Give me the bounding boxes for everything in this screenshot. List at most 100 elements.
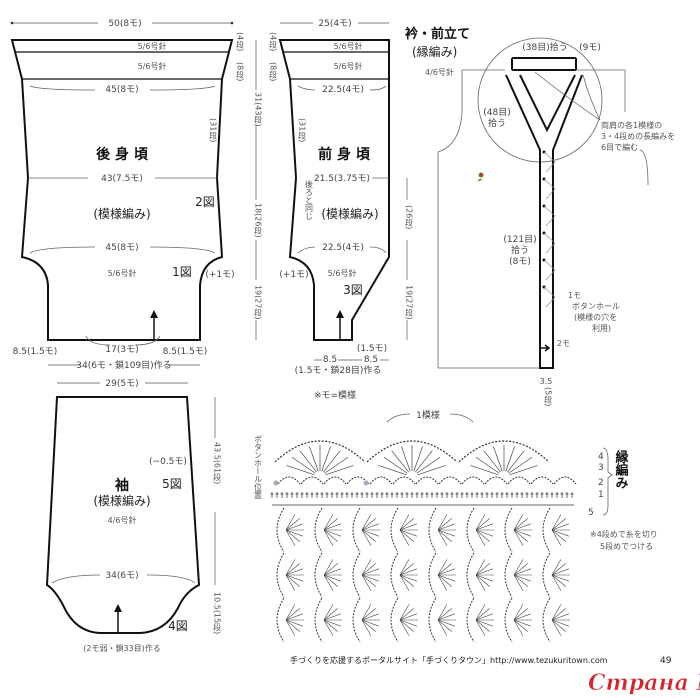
- collar-band-piece: 衿・前立て (縁編み) 4/6号針 (38目)拾う (9モ) (48目) 拾う …: [405, 26, 675, 406]
- sleeve-fig4: 4図: [168, 619, 188, 633]
- chart-fan-stitch: [437, 619, 448, 636]
- chart-single-crochet: [365, 492, 369, 498]
- chart-fan-stitch: [513, 529, 528, 542]
- chart-single-crochet: [460, 492, 464, 498]
- collar-needle: 4/6号針: [425, 67, 454, 77]
- chart-fan-stitch: [323, 574, 334, 591]
- chart-fan-stitch: [551, 529, 562, 546]
- back-bottom-right: 8.5(1.5モ): [163, 347, 208, 357]
- chart-fan-stitch: [551, 619, 570, 627]
- chart-fan-stitch: [551, 529, 566, 542]
- chart-fan-stitch: [399, 563, 414, 576]
- back-pattern: (模様編み): [93, 206, 150, 221]
- chart-fan-stitch: [285, 568, 304, 576]
- chart-fan-stitch: [361, 514, 372, 531]
- back-bottom-left: 8.5(1.5モ): [13, 347, 58, 357]
- chart-single-crochet: [385, 492, 389, 498]
- collar-pick-48-label: 拾う: [488, 117, 506, 129]
- chart-single-crochet: [420, 492, 424, 498]
- chart-fan-stitch: [361, 568, 380, 576]
- needle-label: 5/6号針: [328, 268, 357, 278]
- back-width-top: 50(8モ): [108, 19, 141, 29]
- chart-fan-stitch: [399, 608, 414, 621]
- chart-single-crochet: [275, 492, 279, 498]
- chart-fan-arc: [314, 507, 323, 553]
- chart-fan-stitch: [323, 574, 342, 582]
- chart-fan-stitch: [475, 619, 486, 636]
- chart-single-crochet: [305, 492, 309, 498]
- buttonhole-label: 利用): [592, 323, 611, 333]
- chart-single-crochet: [470, 492, 474, 498]
- chart-single-crochet: [280, 492, 284, 498]
- note-mo: ※モ=模様: [314, 389, 356, 401]
- chart-treble-stitch: [483, 450, 501, 473]
- chart-single-crochet: [430, 492, 434, 498]
- chart-fan-stitch: [361, 529, 376, 542]
- band-length: 3.5: [540, 377, 553, 386]
- chart-treble-stitch: [417, 465, 446, 476]
- chart-chain-arch: [392, 476, 416, 485]
- collar-subtitle: (縁編み): [412, 44, 457, 59]
- collar-zoom-circle: [477, 37, 603, 163]
- chart-fan-stitch: [551, 608, 566, 621]
- chart-fan-stitch: [551, 613, 570, 621]
- chart-fan-arc: [466, 552, 475, 598]
- chart-fan-arc: [466, 597, 475, 643]
- chart-fan-stitch: [551, 559, 562, 576]
- collar-pick-121: (121目): [503, 234, 536, 245]
- chart-chain-arch: [369, 476, 393, 485]
- chart-fan-stitch: [513, 529, 532, 537]
- chart-single-crochet: [335, 492, 339, 498]
- chart-fan-stitch: [361, 619, 372, 636]
- chart-fan-stitch: [437, 619, 456, 627]
- needle-label: 5/6号針: [138, 41, 167, 51]
- chart-fan-stitch: [323, 514, 334, 531]
- front-width-22b: 22.5(4モ): [322, 243, 364, 253]
- collar-band-outline: [505, 57, 583, 369]
- chart-fan-stitch: [361, 529, 372, 546]
- front-fig3: 3図: [343, 283, 363, 297]
- needle-label: 5/6号針: [334, 61, 363, 71]
- chart-single-crochet: [315, 492, 319, 498]
- chart-chain-arch: [438, 476, 462, 485]
- chart-fan-stitch: [323, 619, 334, 636]
- flower-icon: [477, 172, 484, 182]
- chart-fan-arc: [390, 552, 399, 598]
- chart-fan-stitch: [361, 559, 372, 576]
- chart-fan-stitch: [361, 604, 372, 621]
- front-width-22a: 22.5(4モ): [322, 85, 364, 95]
- chart-fan-stitch: [399, 619, 410, 636]
- chart-fan-stitch: [323, 613, 342, 621]
- sleeve-width-top: 29(5モ): [105, 379, 138, 389]
- chart-single-crochet: [495, 492, 499, 498]
- band-zigzag: [543, 259, 556, 281]
- chart-fan-arc: [276, 507, 285, 553]
- chart-fan-stitch: [323, 608, 338, 621]
- chart-fan-stitch: [399, 574, 418, 582]
- back-title: 後 身 頃: [96, 146, 149, 163]
- chart-fan-arc: [428, 507, 437, 553]
- chart-treble-stitch: [493, 446, 503, 472]
- back-width-45b: 45(8モ): [105, 243, 138, 253]
- chart-single-crochet: [445, 492, 449, 498]
- chart-fan-arc: [504, 597, 513, 643]
- chart-fan-stitch: [551, 604, 562, 621]
- sleeve-minus: (−0.5モ): [149, 457, 187, 467]
- front-title: 前 身 頃: [318, 146, 371, 163]
- front-body-piece: 25(4モ) 5/6号針 5/6号針 22.5(4モ) 前 身 頃 21.5(3…: [269, 19, 414, 401]
- chart-fan-stitch: [513, 574, 532, 582]
- chart-fan-stitch: [399, 529, 414, 542]
- chart-chain-arch: [277, 476, 301, 485]
- chart-single-crochet: [395, 492, 399, 498]
- collar-pick-121: (8モ): [509, 257, 531, 267]
- chart-single-crochet: [290, 492, 294, 498]
- back-len-31: 31(43段): [254, 92, 263, 127]
- chart-fan-stitch: [399, 619, 418, 627]
- chart-fan-stitch: [437, 523, 456, 531]
- chart-fan-stitch: [475, 514, 486, 531]
- collar-title: 衿・前立て: [405, 26, 470, 42]
- chart-single-crochet: [310, 492, 314, 498]
- buttonhole-label: (模様の穴を: [574, 312, 617, 322]
- chart-fan-stitch: [399, 574, 410, 591]
